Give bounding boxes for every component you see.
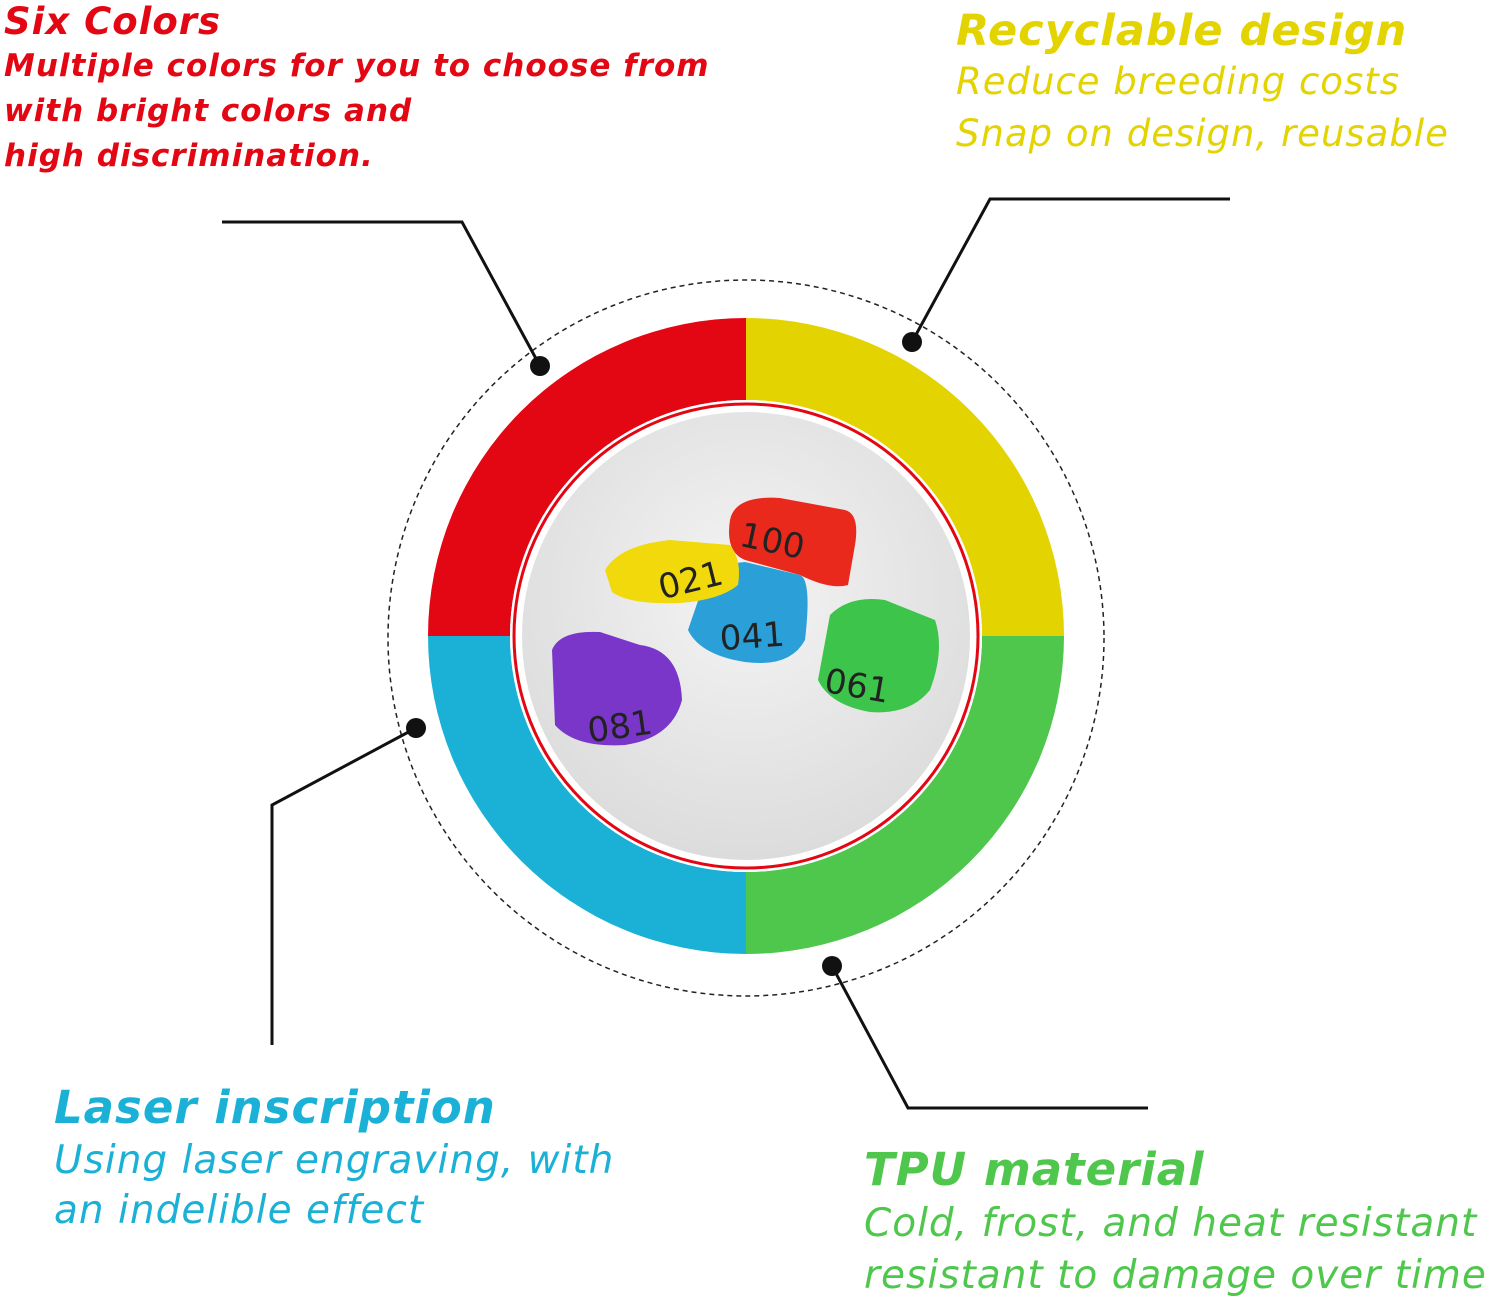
product-rings: 100 041 021 061 081	[552, 497, 939, 752]
callout-dots	[406, 332, 922, 976]
feature-desc-recyclable-2: Snap on design, reusable	[956, 112, 1449, 155]
ring-segment-blue	[428, 636, 746, 954]
feature-desc-tpu-1: Cold, frost, and heat resistant	[864, 1201, 1478, 1246]
leg-ring-081: 081	[552, 631, 682, 752]
callout-dot-tpu	[822, 956, 842, 976]
feature-desc-six-colors-3: high discrimination.	[4, 138, 374, 174]
ring-number-081: 081	[585, 703, 655, 752]
callout-line-laser	[270, 726, 417, 1045]
callout-dot-recyclable	[902, 332, 922, 352]
ring-segment-yellow	[746, 318, 1064, 636]
inner-red-outline	[512, 402, 980, 870]
callout-line-tpu	[830, 965, 1148, 1110]
feature-desc-six-colors-1: Multiple colors for you to choose from	[4, 48, 710, 84]
callout-dot-six-colors	[530, 356, 550, 376]
feature-desc-laser-2: an indelible effect	[54, 1188, 425, 1233]
ring-segment-red	[428, 318, 746, 636]
feature-desc-laser-1: Using laser engraving, with	[54, 1138, 615, 1183]
leg-ring-061: 061	[818, 599, 939, 713]
leg-ring-100: 100	[729, 497, 857, 587]
feature-desc-recyclable-1: Reduce breeding costs	[956, 60, 1401, 103]
dashed-outline	[387, 279, 1105, 997]
feature-desc-tpu-2: resistant to damage over time	[864, 1253, 1487, 1298]
ring-segment-green	[746, 636, 1064, 954]
ring-number-041: 041	[718, 615, 786, 659]
callout-line-recyclable	[910, 197, 1230, 343]
feature-tpu: TPU material Cold, frost, and heat resis…	[864, 1142, 1487, 1302]
feature-recyclable: Recyclable design Reduce breeding costs …	[956, 6, 1449, 160]
feature-six-colors: Six Colors Multiple colors for you to ch…	[4, 0, 764, 179]
callout-dot-laser	[406, 718, 426, 738]
feature-title-tpu: TPU material	[864, 1143, 1205, 1196]
feature-title-recyclable: Recyclable design	[956, 6, 1408, 56]
callout-line-six-colors	[222, 220, 542, 367]
feature-laser: Laser inscription Using laser engraving,…	[54, 1080, 674, 1236]
feature-desc-six-colors-2: with bright colors and	[4, 93, 413, 129]
feature-title-six-colors: Six Colors	[4, 0, 222, 43]
leg-ring-021: 021	[605, 540, 739, 608]
callout-lines	[222, 197, 1230, 1110]
feature-title-laser: Laser inscription	[54, 1081, 496, 1134]
